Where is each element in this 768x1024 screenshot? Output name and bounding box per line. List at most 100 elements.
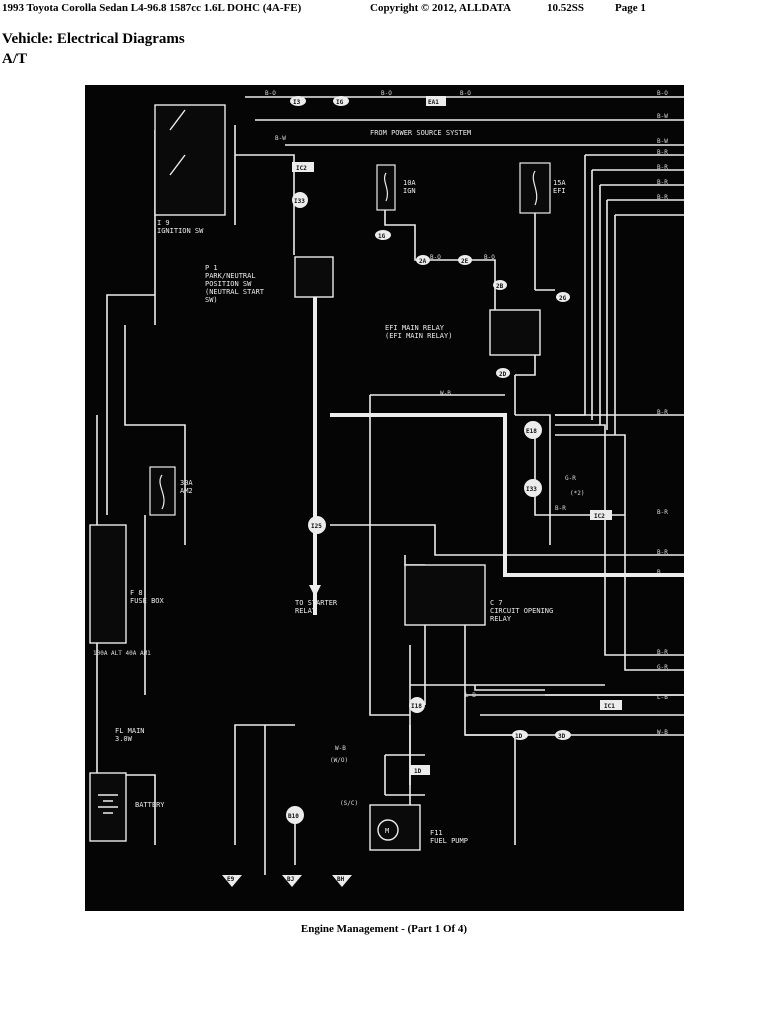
wire-color: B-O xyxy=(265,90,276,97)
efi-relay-label: EFI MAIN RELAY(EFI MAIN RELAY) xyxy=(385,324,452,340)
wire-color: B-W xyxy=(657,138,668,145)
wire-color: B-R xyxy=(657,549,668,556)
fuse-box-inner-label: 100A ALT 40A AM1 xyxy=(93,650,151,657)
fuse-ign-element xyxy=(383,172,389,202)
connector-label: IC2 xyxy=(594,513,605,520)
copyright: Copyright © 2012, ALLDATA xyxy=(370,2,512,14)
connector-i25 xyxy=(308,516,326,534)
wire-color: B-R xyxy=(555,505,566,512)
wire-color: B-O xyxy=(381,90,392,97)
connector-1d xyxy=(512,730,528,740)
connector-2b xyxy=(493,280,507,290)
wire-color: B-W xyxy=(275,135,286,142)
connector-label: EA1 xyxy=(428,99,439,106)
efi-main-relay xyxy=(489,309,541,356)
connector-label: I33 xyxy=(294,198,305,205)
connector-label: 1D xyxy=(515,733,523,740)
note: (*2) xyxy=(570,490,584,497)
connector-label: 2G xyxy=(559,295,567,302)
wire-color: B-R xyxy=(657,149,668,156)
ground-label: BJ xyxy=(287,876,294,883)
connector-label: I18 xyxy=(411,703,422,710)
ignition-sw-box xyxy=(154,104,226,216)
wire-color: B-O xyxy=(484,254,495,261)
wire-color: L-B xyxy=(657,694,668,701)
diagram-caption: Engine Management - (Part 1 Of 4) xyxy=(300,923,468,935)
connector-label: I3 xyxy=(293,99,301,106)
note: (W/O) xyxy=(330,757,348,764)
version: 10.52SS xyxy=(547,2,584,14)
wires xyxy=(96,96,684,875)
connector-2e xyxy=(458,255,472,265)
connector-3d xyxy=(555,730,571,740)
connector-1g xyxy=(375,230,391,240)
notes: (*2) (W/O) (S/C) xyxy=(330,490,584,807)
connector-b10 xyxy=(286,806,304,824)
ground-bh xyxy=(332,875,352,887)
connector-label: 2B xyxy=(496,283,504,290)
connector-label: E18 xyxy=(526,428,537,435)
battery-cells xyxy=(98,794,118,814)
page-header: 1993 Toyota Corolla Sedan L4-96.8 1587cc… xyxy=(2,2,766,18)
wire-color: G-R xyxy=(657,664,668,671)
page-subtitle: A/T xyxy=(2,51,28,67)
wire-color: B-W xyxy=(657,113,668,120)
connector-ig xyxy=(333,96,349,106)
ground-label: E9 xyxy=(227,876,235,883)
connector-label: I33 xyxy=(526,486,537,493)
connector-ea1 xyxy=(426,96,446,106)
fuel-pump-motor xyxy=(377,819,399,841)
wire-color: B-R xyxy=(657,409,668,416)
wire-color: G-R xyxy=(565,475,576,482)
pn-switch-box xyxy=(294,256,334,298)
connector-label: 3D xyxy=(558,733,566,740)
motor-label: M xyxy=(385,827,389,835)
wire-color-labels: B-O B-O B-O B-O B-W B-W B-R B-R B-R B-R … xyxy=(265,90,668,752)
fuse-am2-element xyxy=(159,474,165,510)
fuse-box xyxy=(89,524,127,644)
wire-color: B-O xyxy=(460,90,471,97)
connector-i33 xyxy=(292,192,308,208)
connector-label: 2A xyxy=(419,258,427,265)
wire-color: W-B xyxy=(657,729,668,736)
starter-arrow xyxy=(309,585,321,597)
connector-2d xyxy=(496,368,510,378)
circuit-opening-relay xyxy=(404,564,486,626)
power-source-label: FROM POWER SOURCE SYSTEM xyxy=(370,129,471,137)
connector-label: IC1 xyxy=(604,703,615,710)
wire-color: B xyxy=(657,569,661,576)
connector-label: IG xyxy=(336,99,344,106)
fuse-efi-element xyxy=(532,170,538,206)
page-title: Vehicle: Electrical Diagrams xyxy=(2,31,185,47)
ground-label: BH xyxy=(337,876,345,883)
wire-color: B-R xyxy=(657,509,668,516)
wire-color: W-B xyxy=(335,745,346,752)
ground-e9 xyxy=(222,875,242,887)
connector-2g xyxy=(556,292,570,302)
connector-ic1 xyxy=(600,700,622,710)
connector-label: 1G xyxy=(378,233,386,240)
wire-color: B-R xyxy=(657,194,668,201)
grounds: E9 BJ BH xyxy=(222,875,352,887)
ignition-contacts xyxy=(169,109,186,176)
page-number: Page 1 xyxy=(615,2,646,14)
connector-label: 1D xyxy=(414,768,422,775)
connectors: I3 IG EA1 IC2 I33 1G 2A 2E 2B 2G 2D E18 … xyxy=(286,96,622,824)
connector-1d-b xyxy=(410,765,430,775)
connector-label: B10 xyxy=(288,813,299,820)
connector-label: 2D xyxy=(499,371,507,378)
connector-i33-b xyxy=(524,479,542,497)
battery-label: BATTERY xyxy=(135,801,165,809)
connector-i18 xyxy=(409,697,425,713)
connector-label: I25 xyxy=(311,523,322,530)
